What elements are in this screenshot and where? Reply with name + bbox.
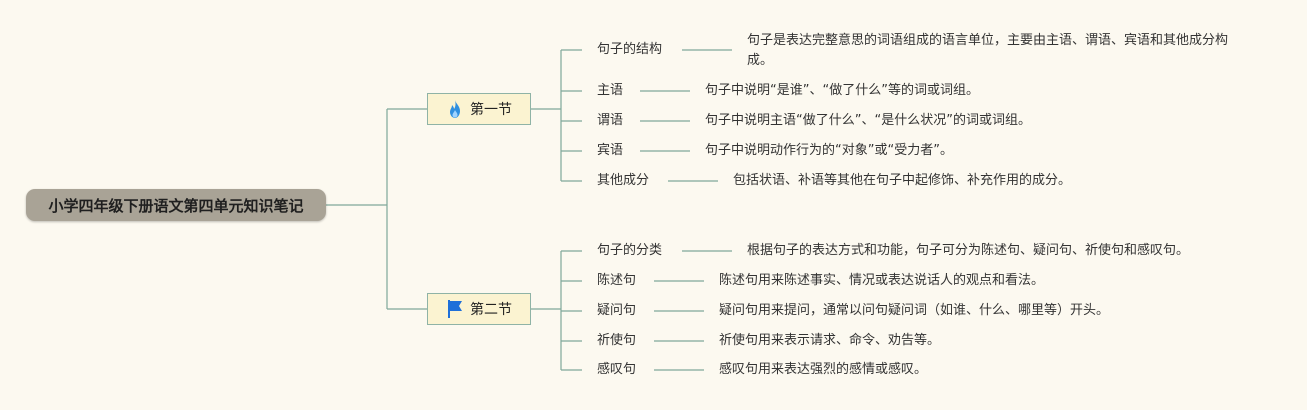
section-node-1[interactable]: 第一节	[427, 93, 531, 125]
desc-imperative: 祈使句用来表示请求、命令、劝告等。	[719, 333, 941, 348]
topic-declarative[interactable]: 陈述句	[597, 273, 637, 288]
topic-sentence-structure[interactable]: 句子的结构	[597, 42, 663, 57]
root-node[interactable]: 小学四年级下册语文第四单元知识笔记	[26, 189, 326, 221]
desc-declarative: 陈述句用来陈述事实、情况或表达说话人的观点和看法。	[719, 273, 1045, 288]
topic-subject[interactable]: 主语	[597, 83, 624, 98]
desc-exclamatory: 感叹句用来表达强烈的感情或感叹。	[719, 362, 928, 377]
section-label: 第一节	[470, 102, 512, 118]
flame-icon	[446, 99, 464, 119]
desc-sentence-structure: 句子是表达完整意思的词语组成的语言单位，主要由主语、谓语、宾语和其他成分构成。	[747, 33, 1229, 68]
root-title: 小学四年级下册语文第四单元知识笔记	[48, 196, 304, 215]
desc-interrogative: 疑问句用来提问，通常以问句疑问词（如谁、什么、哪里等）开头。	[719, 303, 1110, 318]
desc-subject: 句子中说明“是谁”、“做了什么”等的词或词组。	[705, 83, 979, 98]
topic-interrogative[interactable]: 疑问句	[597, 303, 637, 318]
topic-other-components[interactable]: 其他成分	[597, 173, 650, 188]
desc-other-components: 包括状语、补语等其他在句子中起修饰、补充作用的成分。	[733, 173, 1072, 188]
topic-exclamatory[interactable]: 感叹句	[597, 362, 637, 377]
topic-object[interactable]: 宾语	[597, 143, 624, 158]
topic-predicate[interactable]: 谓语	[597, 113, 624, 128]
desc-predicate: 句子中说明主语“做了什么”、“是什么状况”的词或词组。	[705, 113, 1031, 128]
section-node-2[interactable]: 第二节	[427, 293, 531, 325]
section-label: 第二节	[470, 302, 512, 318]
desc-object: 句子中说明动作行为的“对象”或“受力者”。	[705, 143, 953, 158]
flag-icon	[446, 299, 464, 319]
desc-sentence-types: 根据句子的表达方式和功能，句子可分为陈述句、疑问句、祈使句和感叹句。	[747, 243, 1190, 258]
topic-imperative[interactable]: 祈使句	[597, 333, 637, 348]
topic-sentence-types[interactable]: 句子的分类	[597, 243, 663, 258]
